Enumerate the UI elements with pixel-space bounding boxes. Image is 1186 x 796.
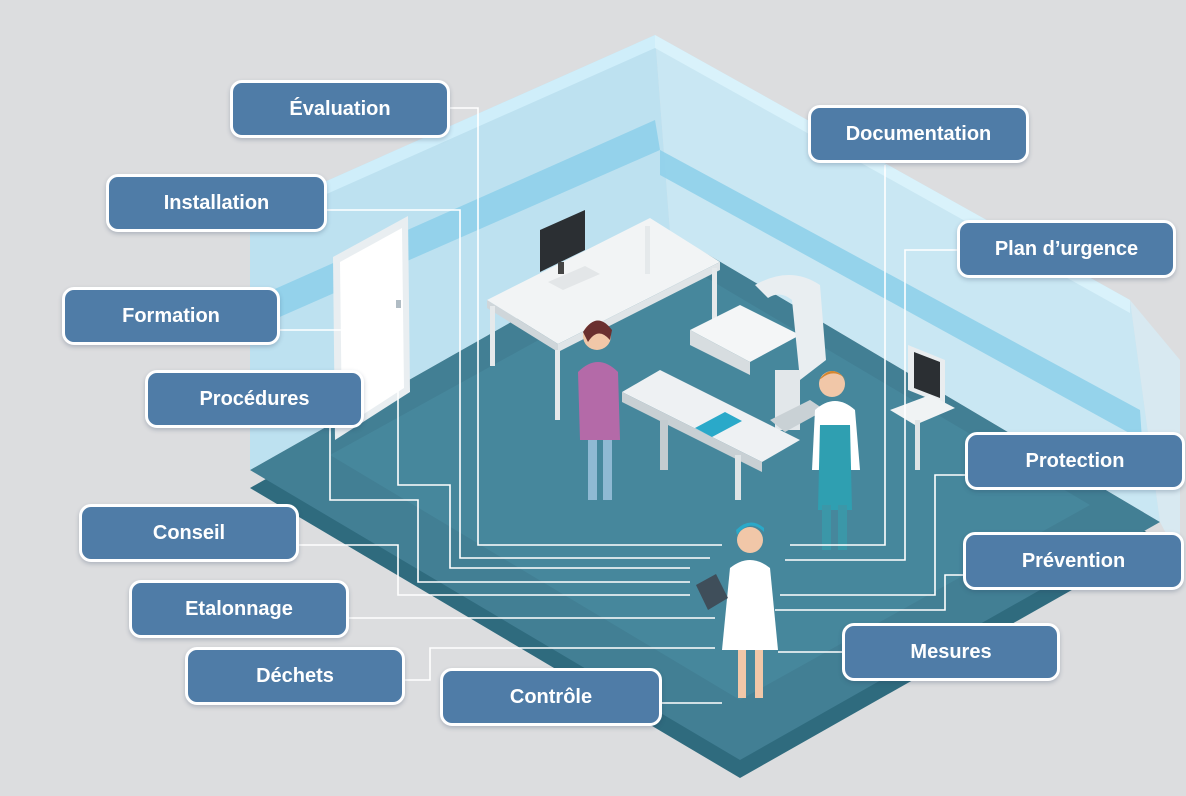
evaluation-label[interactable]: Évaluation: [230, 80, 450, 138]
prevention-label[interactable]: Prévention: [963, 532, 1184, 590]
nurse-figure: [696, 522, 778, 698]
computer-monitor: [540, 210, 600, 290]
patient-table: [622, 370, 800, 500]
monitor-cart: [890, 345, 955, 470]
conseil-label[interactable]: Conseil: [79, 504, 299, 562]
procedures-label[interactable]: Procédures: [145, 370, 364, 428]
plan-urgence-label[interactable]: Plan d’urgence: [957, 220, 1176, 278]
protection-label[interactable]: Protection: [965, 432, 1185, 490]
controle-label[interactable]: Contrôle: [440, 668, 662, 726]
formation-label[interactable]: Formation: [62, 287, 280, 345]
installation-label[interactable]: Installation: [106, 174, 327, 232]
dechets-label[interactable]: Déchets: [185, 647, 405, 705]
xray-machine: [690, 275, 826, 432]
patient-figure: [578, 320, 620, 500]
etalonnage-label[interactable]: Etalonnage: [129, 580, 349, 638]
documentation-label[interactable]: Documentation: [808, 105, 1029, 163]
mesures-label[interactable]: Mesures: [842, 623, 1060, 681]
right-wall-edge: [1130, 300, 1180, 560]
connector-lines: [278, 107, 968, 704]
doctor-figure: [812, 371, 860, 550]
